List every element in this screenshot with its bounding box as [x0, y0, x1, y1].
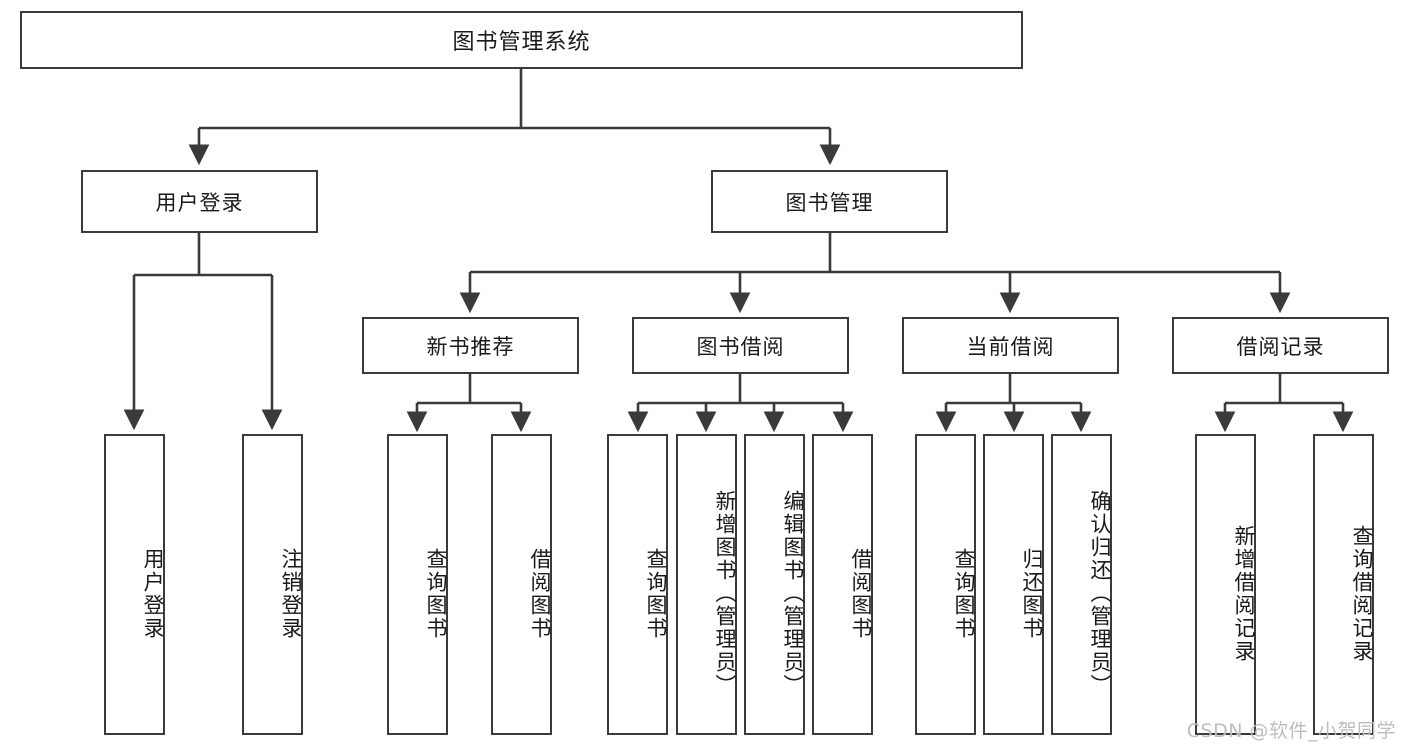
node-label: 查询图书 [424, 547, 448, 640]
node-label: 图书管理 [785, 190, 874, 215]
node-label: 借阅图书 [849, 547, 873, 640]
node-user-login[interactable]: 用户登录 [81, 170, 318, 233]
watermark: CSDN @软件_小贺同学 [1186, 720, 1396, 742]
node-label: 归还图书 [1020, 547, 1044, 640]
node-root-book-management-system[interactable]: 图书管理系统 [20, 11, 1023, 69]
node-label: 新增借阅记录 [1232, 524, 1256, 663]
node-label: 当前借阅 [966, 334, 1055, 359]
node-label: 图书管理系统 [452, 30, 591, 55]
node-label: 查询图书 [644, 547, 668, 640]
node-new-book-recommend[interactable]: 新书推荐 [362, 317, 579, 374]
node-leaf-query-book-borrow[interactable]: 查询图书 [607, 434, 668, 735]
node-leaf-query-borrow-record[interactable]: 查询借阅记录 [1313, 434, 1374, 735]
node-borrow-record[interactable]: 借阅记录 [1172, 317, 1389, 374]
node-leaf-confirm-return-admin[interactable]: 确认归还（管理员） [1051, 434, 1112, 735]
node-leaf-edit-book-admin[interactable]: 编辑图书（管理员） [744, 434, 805, 735]
node-label: 编辑图书（管理员） [781, 490, 805, 697]
node-leaf-query-book-current[interactable]: 查询图书 [915, 434, 976, 735]
node-label: 查询图书 [952, 547, 976, 640]
node-leaf-borrow-book-new[interactable]: 借阅图书 [491, 434, 552, 735]
node-leaf-add-borrow-record[interactable]: 新增借阅记录 [1195, 434, 1256, 735]
node-label: 确认归还（管理员） [1088, 490, 1112, 697]
node-label: 用户登录 [141, 547, 165, 640]
node-leaf-return-book[interactable]: 归还图书 [983, 434, 1044, 735]
node-leaf-user-login[interactable]: 用户登录 [104, 434, 165, 735]
node-leaf-add-book-admin[interactable]: 新增图书（管理员） [676, 434, 737, 735]
node-current-borrow[interactable]: 当前借阅 [902, 317, 1119, 374]
node-label: 查询借阅记录 [1350, 524, 1374, 663]
node-book-borrow[interactable]: 图书借阅 [632, 317, 849, 374]
node-label: 借阅图书 [528, 547, 552, 640]
node-label: 新增图书（管理员） [713, 490, 737, 697]
node-label: 注销登录 [279, 547, 303, 640]
node-book-management[interactable]: 图书管理 [711, 170, 948, 233]
node-label: 用户登录 [155, 190, 244, 215]
node-label: 图书借阅 [696, 334, 785, 359]
node-leaf-borrow-book[interactable]: 借阅图书 [812, 434, 873, 735]
node-leaf-query-book-new[interactable]: 查询图书 [387, 434, 448, 735]
node-label: 新书推荐 [426, 334, 515, 359]
node-label: 借阅记录 [1236, 334, 1325, 359]
node-leaf-logout[interactable]: 注销登录 [242, 434, 303, 735]
